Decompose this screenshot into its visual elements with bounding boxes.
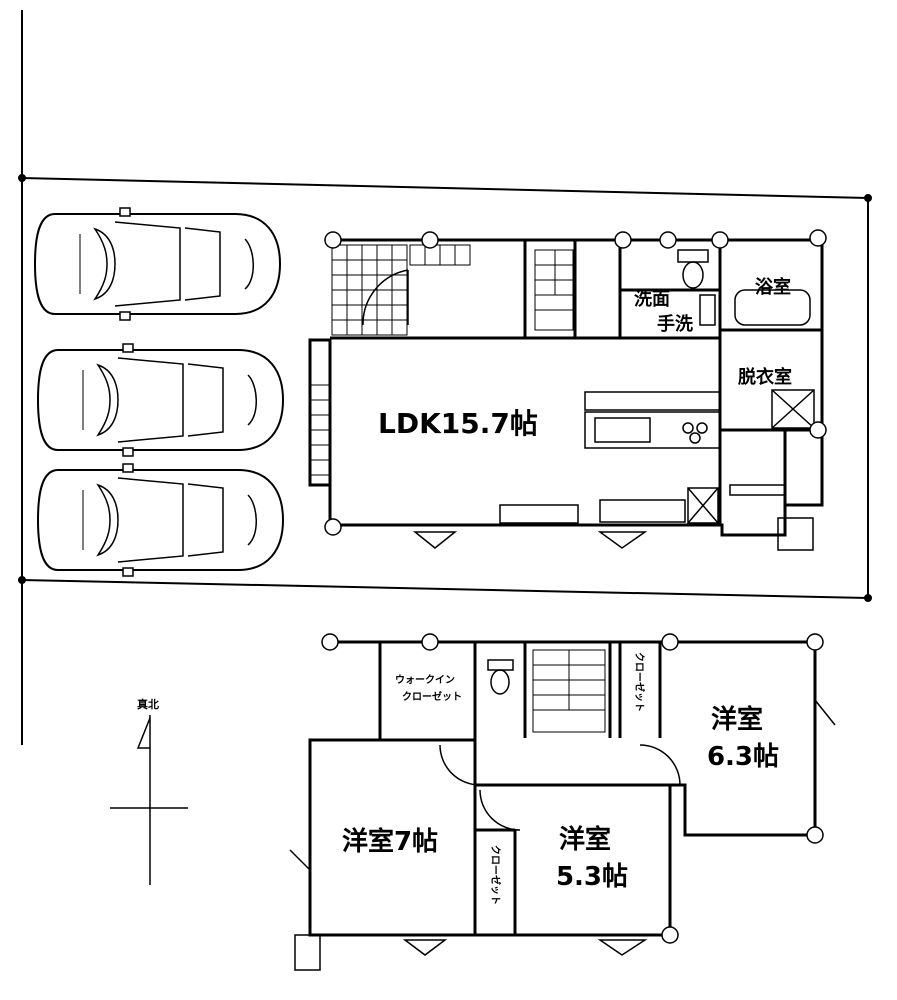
north-label: 真北 xyxy=(137,697,159,711)
kitchen-counter xyxy=(584,391,721,449)
room-53-name: 洋室 xyxy=(559,824,611,855)
columns-upper xyxy=(321,633,824,944)
parking-car-1 xyxy=(34,207,281,321)
room-7-label: 洋室7帖 xyxy=(342,826,438,857)
room-bath-label: 浴室 xyxy=(755,276,791,298)
columns-ground xyxy=(324,229,827,536)
room-53-size: 5.3帖 xyxy=(556,862,628,892)
entrance-door xyxy=(362,269,409,326)
upper-floor-walls xyxy=(308,640,817,937)
stairs-upper xyxy=(532,649,606,733)
closet-label-middle: クローゼット xyxy=(489,845,502,905)
room-washroom-label-2: 手洗 xyxy=(657,313,693,335)
door-swings-upper xyxy=(439,744,681,831)
ground-floor-walls xyxy=(308,238,824,537)
north-arrow-icon xyxy=(110,715,188,885)
room-63-name: 洋室 xyxy=(711,704,763,735)
washbasin xyxy=(699,294,716,326)
entrance-tiles xyxy=(331,244,471,336)
windows-upper xyxy=(289,699,836,956)
walkin-closet-label-2: クローゼット xyxy=(402,690,462,703)
lot-boundary xyxy=(18,10,872,745)
kitchen-storage xyxy=(499,484,786,524)
parking-car-2 xyxy=(37,343,284,457)
room-63-size: 6.3帖 xyxy=(707,742,779,772)
toilet-upper xyxy=(487,659,514,695)
room-ldk-label: LDK15.7帖 xyxy=(378,407,538,440)
balcony-step xyxy=(294,934,321,971)
toilet-ground xyxy=(677,249,709,289)
room-washroom-label-1: 洗面 xyxy=(634,288,670,310)
bay-window-left xyxy=(309,384,331,486)
closet-label-right: クローゼット xyxy=(633,652,646,712)
walkin-closet-label-1: ウォークイン xyxy=(395,674,455,686)
outdoor-unit xyxy=(777,517,814,551)
washing-machine xyxy=(771,389,815,429)
room-dressing-label: 脱衣室 xyxy=(738,366,792,388)
windows-ground xyxy=(412,531,648,549)
stairs-ground xyxy=(534,249,574,331)
parking-car-3 xyxy=(37,463,284,577)
bathtub xyxy=(734,289,811,326)
